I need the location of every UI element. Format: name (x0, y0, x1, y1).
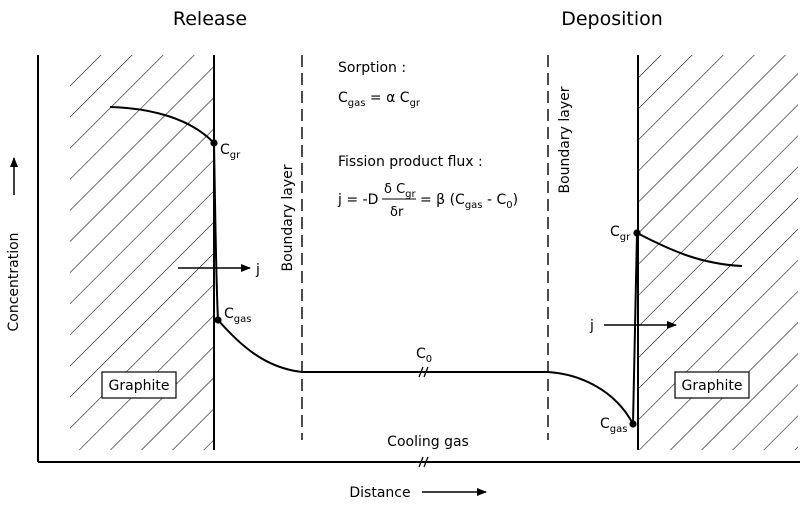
left-cgr-label: Cgr (220, 142, 241, 161)
right-flux-label: j (589, 318, 594, 334)
right-rise-curve (632, 232, 638, 425)
right-boundary-layer-label: Boundary layer (557, 86, 573, 193)
c0-break (418, 366, 429, 378)
release-title: Release (173, 8, 247, 30)
x-axis-break (418, 456, 429, 468)
y-axis-label: Concentration (6, 232, 22, 331)
right-cgas-point (629, 420, 637, 428)
left-boundary-layer-label: Boundary layer (280, 164, 296, 271)
flux-denominator: δr (390, 205, 404, 220)
flux-title: Fission product flux : (338, 154, 483, 170)
left-flux-label: j (255, 262, 260, 278)
left-cgas-label: Cgas (224, 306, 251, 325)
c0-label: C0 (416, 346, 432, 365)
left-graphite-label-box (101, 371, 177, 399)
flux-prefix: j = -D (337, 192, 378, 208)
left-drop-curve (213, 142, 219, 321)
left-decay-curve (217, 319, 303, 373)
left-cgas-point (214, 316, 222, 324)
sorption-title: Sorption : (338, 60, 406, 76)
right-cgr-point (633, 229, 641, 237)
deposition-title: Deposition (561, 8, 663, 30)
right-graphite-curve (636, 232, 743, 267)
x-axis-label: Distance (349, 485, 410, 501)
cooling-gas-label: Cooling gas (387, 434, 469, 450)
right-decay-curve (547, 371, 634, 425)
right-graphite-label-box (674, 371, 750, 399)
right-cgas-label: Cgas (600, 416, 627, 435)
left-graphite-curve (109, 106, 215, 144)
right-cgr-label: Cgr (610, 224, 631, 243)
left-graphite-label: Graphite (109, 378, 170, 394)
sorption-equation: Cgas = α Cgr (338, 90, 421, 109)
right-graphite-label: Graphite (682, 378, 743, 394)
flux-numerator: δ Cgr (384, 182, 417, 200)
flux-rhs: = β (Cgas - C0) (420, 192, 518, 211)
left-cgr-point (210, 139, 218, 147)
